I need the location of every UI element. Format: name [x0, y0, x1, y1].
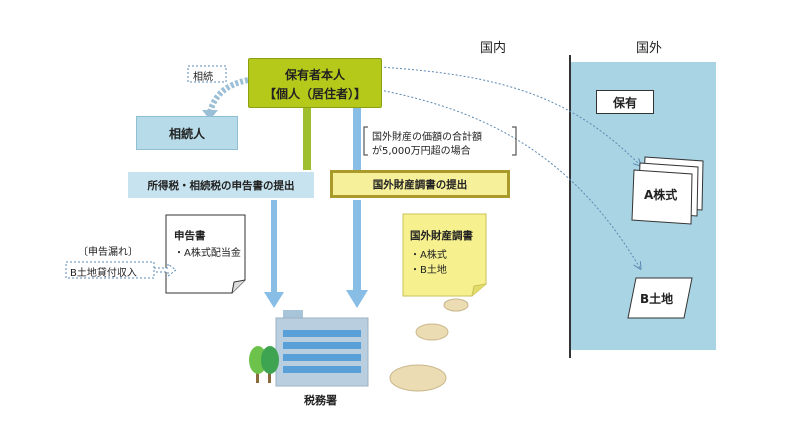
- condition-bracket-right: [512, 126, 517, 156]
- return-doc-item1: ・A株式配当金: [174, 248, 241, 259]
- condition-bracket-left: [363, 126, 368, 156]
- region-label-foreign: 国外: [636, 41, 663, 56]
- blue-arrow-top-stem: [353, 108, 361, 170]
- owner-green-stem: [303, 107, 311, 170]
- return-doc-title: 申告書: [174, 230, 206, 242]
- owner-line2: 【個人（居住者）】: [263, 87, 366, 101]
- land-rent-label: B土地貸付収入: [70, 268, 137, 279]
- stone-3: [389, 364, 447, 392]
- report-memo-fold: [471, 283, 487, 297]
- building-window-1: [283, 330, 361, 337]
- inheritance-arrow: [207, 77, 249, 113]
- stock-label: A株式: [644, 188, 678, 202]
- owner-line1: 保有者本人: [284, 68, 345, 82]
- region-label-domestic: 国内: [480, 41, 507, 56]
- heir-box: 相続人: [136, 116, 238, 150]
- land-shape: [627, 277, 693, 319]
- inheritance-tag-box: [187, 65, 227, 83]
- tree-trunk-2: [268, 365, 271, 383]
- owner-box: 保有者本人 【個人（居住者）】: [248, 58, 382, 108]
- land-rent-arrow: [153, 263, 177, 277]
- tax-office-label: 税務署: [304, 394, 337, 407]
- holding-label: 保有: [596, 90, 654, 114]
- inheritance-tag: 相続: [193, 72, 213, 83]
- report-memo-item2: ・B土地: [410, 265, 447, 276]
- building-body: [275, 317, 369, 387]
- condition-line2: が5,000万円超の場合: [372, 146, 471, 157]
- building-window-3: [283, 354, 361, 361]
- inheritance-arrowhead: [202, 110, 218, 120]
- foreign-report-bar: 国外財産調書の提出: [330, 170, 510, 198]
- building-roof: [283, 310, 303, 320]
- income-tax-return-bar: 所得税・相続税の申告書の提出: [128, 172, 314, 198]
- condition-line1: 国外財産の価額の合計額: [372, 132, 482, 143]
- tree-2: [261, 346, 279, 374]
- stone-1: [443, 298, 469, 312]
- return-doc-fold: [231, 279, 246, 294]
- report-memo-item1: ・A株式: [410, 250, 447, 261]
- blue-arrow-left-head: [264, 292, 284, 308]
- blue-arrow-left-stem: [271, 200, 277, 295]
- blue-arrow-right-stem: [353, 200, 361, 292]
- owner-to-stock-curve: [379, 66, 640, 165]
- building-window-4: [283, 366, 361, 373]
- blue-arrow-right-head: [346, 290, 368, 308]
- stone-2: [415, 323, 449, 341]
- omission-label: 〔申告漏れ〕: [78, 247, 138, 258]
- building-window-2: [283, 342, 361, 349]
- stock-sheet-front: [631, 169, 693, 225]
- land-label: B土地: [640, 292, 674, 306]
- tree-trunk-1: [256, 365, 259, 383]
- report-memo-title: 国外財産調書: [410, 230, 473, 242]
